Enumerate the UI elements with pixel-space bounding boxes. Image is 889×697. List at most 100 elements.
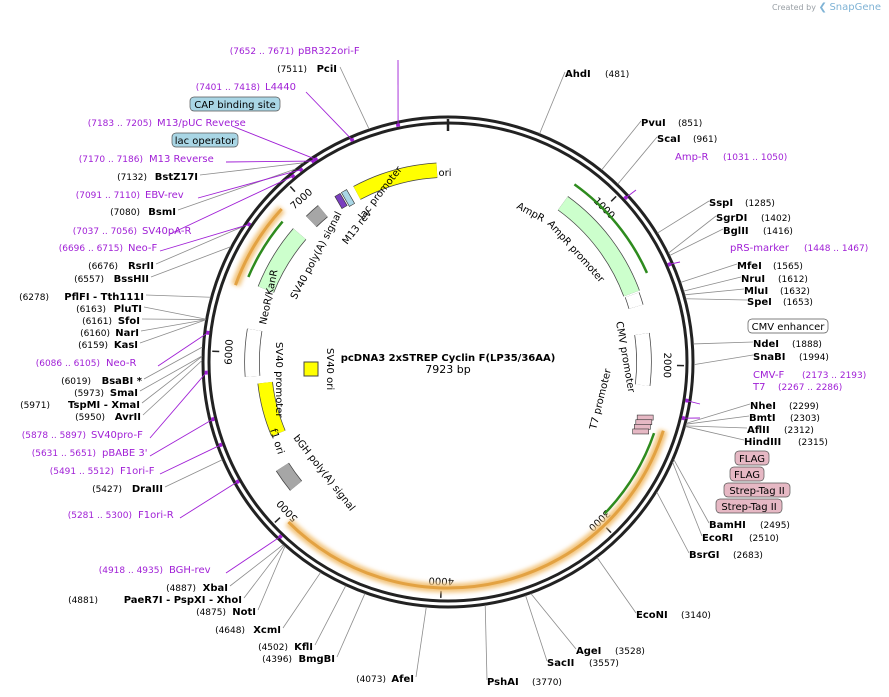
primer-range-m13-reverse: (7170 .. 7186) — [79, 155, 143, 165]
lac-operator-box — [171, 132, 239, 148]
flag2-box — [729, 466, 765, 482]
primer-leader-line — [157, 332, 209, 367]
primer-t7: T7 — [752, 382, 765, 393]
site-leader-line — [150, 246, 231, 278]
primer-mark — [623, 195, 629, 201]
snapgene-logo-icon: ❮ — [818, 2, 827, 13]
primer-pbabe3: pBABE 3' — [102, 448, 148, 459]
site-mfei: MfeI — [737, 261, 762, 272]
site-leader-line — [685, 426, 745, 441]
cmv-enhancer-label: CMV enhancer — [752, 322, 826, 333]
primer-pbr322ori-f: pBR322ori-F — [298, 46, 360, 57]
strep-mark — [633, 424, 651, 430]
lac-operator-label: lac operator — [175, 136, 236, 147]
flag1-label: FLAG — [739, 454, 765, 465]
site-xcmi: XcmI — [253, 625, 281, 636]
primer-m13-reverse: M13 Reverse — [149, 154, 214, 165]
pos-nrui: (1612) — [778, 275, 808, 285]
pos-sfoi: (6161) — [82, 317, 112, 327]
site-leader-line — [415, 606, 427, 678]
site-leader-line — [693, 354, 754, 365]
pos-bsrgi: (2683) — [733, 551, 763, 561]
primer-range-sv40pro-f: (5878 .. 5897) — [22, 431, 86, 441]
primer-mark — [349, 137, 355, 142]
pos-sspi: (1285) — [745, 199, 775, 209]
pos-ndei: (1888) — [792, 340, 822, 350]
sv40-ori-label: SV40 ori — [324, 348, 335, 390]
pos-draiii: (5427) — [92, 485, 122, 495]
pos-noti: (4875) — [196, 608, 226, 618]
site-leader-line — [177, 168, 296, 211]
pos-pflfi: (6278) — [19, 293, 49, 303]
t7-promoter-label: T7 promoter — [588, 367, 614, 432]
site-leader-line — [199, 162, 304, 176]
site-sacii: SacII — [547, 658, 574, 669]
site-noti: NotI — [232, 607, 256, 618]
primer-leader-line — [179, 481, 238, 519]
primer-leader-line — [225, 536, 281, 574]
cmv-enhancer-box — [747, 318, 829, 334]
strep1-label: Strep-Tag II — [729, 486, 784, 497]
site-leader-line — [657, 200, 710, 234]
pos-bglii: (1416) — [763, 227, 793, 237]
primer-range-neo-f: (6696 .. 6715) — [59, 244, 123, 254]
site-aflii: AflII — [747, 425, 770, 436]
primer-mark — [395, 123, 401, 128]
site-leader-line — [141, 318, 206, 320]
site-bglii: BglII — [723, 226, 749, 237]
sv40-polya-block — [306, 205, 328, 227]
primer-mark — [246, 221, 252, 227]
primer-amp-r: Amp-R — [675, 152, 709, 163]
pos-ahdi: (481) — [605, 70, 629, 80]
site-leader-line — [143, 346, 203, 380]
primer-leader-line — [169, 175, 294, 235]
site-leader-line — [673, 459, 710, 524]
site-pflfi: PflFI - Tth111I — [64, 292, 144, 303]
primer-range-t7: (2267 .. 2286) — [778, 383, 842, 393]
flag2-label: FLAG — [734, 470, 760, 481]
site-tspmi: TspMI - XmaI — [68, 400, 140, 411]
tick-label-4000: 4000 — [428, 575, 454, 587]
site-leader-line — [668, 215, 717, 254]
site-ahdi: AhdI — [565, 69, 591, 80]
pos-spei: (1653) — [783, 298, 813, 308]
flag-mark — [635, 419, 653, 426]
sv40-promoter-label: SV40 promoter — [273, 342, 284, 418]
pos-aflii: (2312) — [784, 426, 814, 436]
strep1-box — [723, 482, 791, 498]
primer-sv40pa-r: SV40pA-R — [142, 226, 191, 237]
site-leader-line — [139, 355, 203, 392]
primer-leader-line — [231, 125, 316, 160]
bgh-block — [276, 463, 302, 491]
primer-range-pbr322ori-f: (7652 .. 7671) — [230, 47, 294, 57]
site-ecori: EcoRI — [702, 533, 733, 544]
pos-mlui: (1632) — [780, 287, 810, 297]
site-leader-line — [685, 298, 748, 301]
pos-nhei: (2299) — [789, 402, 819, 412]
site-leader-line — [685, 425, 748, 429]
site-bsrgi: BsrGI — [689, 550, 719, 561]
site-leader-line — [525, 595, 548, 662]
sv40-ori-block — [303, 361, 319, 377]
site-leader-line — [683, 276, 742, 292]
primer-sv40pro-f: SV40pro-F — [91, 430, 143, 441]
snapgene-credit: Created by ❮ SnapGene — [772, 2, 881, 13]
site-pshai: PshAI — [487, 677, 519, 688]
site-nhei: NheI — [750, 401, 776, 412]
primer-leader-line — [197, 169, 302, 199]
cmv-promoter-label: CMV promoter — [613, 321, 636, 395]
backbone-outer — [201, 115, 695, 609]
site-leader-line — [484, 605, 488, 681]
pos-bsmi: (7080) — [110, 208, 140, 218]
pos-snabi: (1994) — [799, 353, 829, 363]
site-nrui: NruI — [741, 274, 765, 285]
tick-mark-7000 — [289, 185, 296, 193]
pos-bmgbi: (4396) — [262, 655, 292, 665]
bgh-label: bGH poly(A) signal — [291, 433, 357, 513]
sv40-promoter-arrow — [245, 328, 262, 377]
site-mlui: MluI — [744, 286, 768, 297]
primer-prs-marker: pRS-marker — [730, 243, 790, 254]
tick-label-2000: 2000 — [661, 353, 672, 379]
site-nari: NarI — [115, 328, 139, 339]
